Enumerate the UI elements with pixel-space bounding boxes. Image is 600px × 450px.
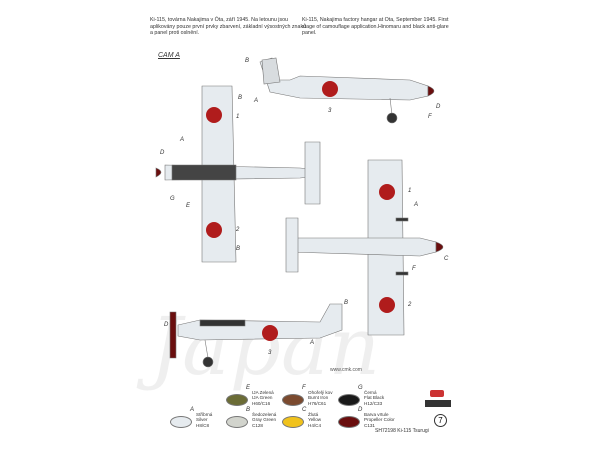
callout-c: C — [444, 256, 449, 262]
callout-d3: D — [164, 322, 169, 328]
caption-czech: Ki-115, továrna Nakajima v Óta, září 194… — [150, 17, 307, 36]
callout-2: 2 — [236, 227, 240, 233]
color-blob — [282, 416, 304, 428]
callout-3: 3 — [328, 108, 332, 114]
callout-2b: 2 — [408, 302, 412, 308]
callout-a2: A — [180, 137, 185, 143]
side-view-upper — [259, 57, 435, 124]
caption-english: Ki-115, Nakajima factory hangar at Ota, … — [302, 17, 449, 36]
callout-a4: A — [310, 340, 315, 346]
color-blob — [226, 416, 248, 428]
callout-f2: F — [412, 266, 416, 272]
callout-d: D — [436, 104, 441, 110]
callout-b4: B — [344, 300, 349, 306]
color-blob — [226, 394, 248, 406]
callout-1: 1 — [236, 114, 240, 120]
color-blob — [338, 416, 360, 428]
top-view — [155, 85, 321, 263]
special-hobby-logo — [430, 390, 444, 397]
callout-g: G — [170, 196, 175, 202]
callout-b3: B — [236, 246, 241, 252]
website-url: www.cmk.com — [330, 367, 362, 373]
callout-d2: D — [160, 150, 165, 156]
scheme-label: CAM A — [158, 52, 180, 59]
callout-b2: B — [238, 95, 243, 101]
callout-f: F — [428, 114, 432, 120]
color-blob — [170, 416, 192, 428]
color-blob — [338, 394, 360, 406]
callout-e: E — [186, 203, 191, 209]
callout-a3: A — [414, 202, 419, 208]
side-view-lower — [169, 303, 343, 368]
bottom-view — [285, 159, 444, 336]
color-blob — [282, 394, 304, 406]
brand-logo — [425, 400, 451, 407]
page-number: 7 — [434, 414, 447, 427]
callout-a: A — [254, 98, 259, 104]
callout-1b: 1 — [408, 188, 412, 194]
callout-3b: 3 — [268, 350, 272, 356]
kit-number: SH72198 Ki-115 Tsurugi — [375, 428, 429, 434]
callout-b: B — [245, 58, 250, 64]
